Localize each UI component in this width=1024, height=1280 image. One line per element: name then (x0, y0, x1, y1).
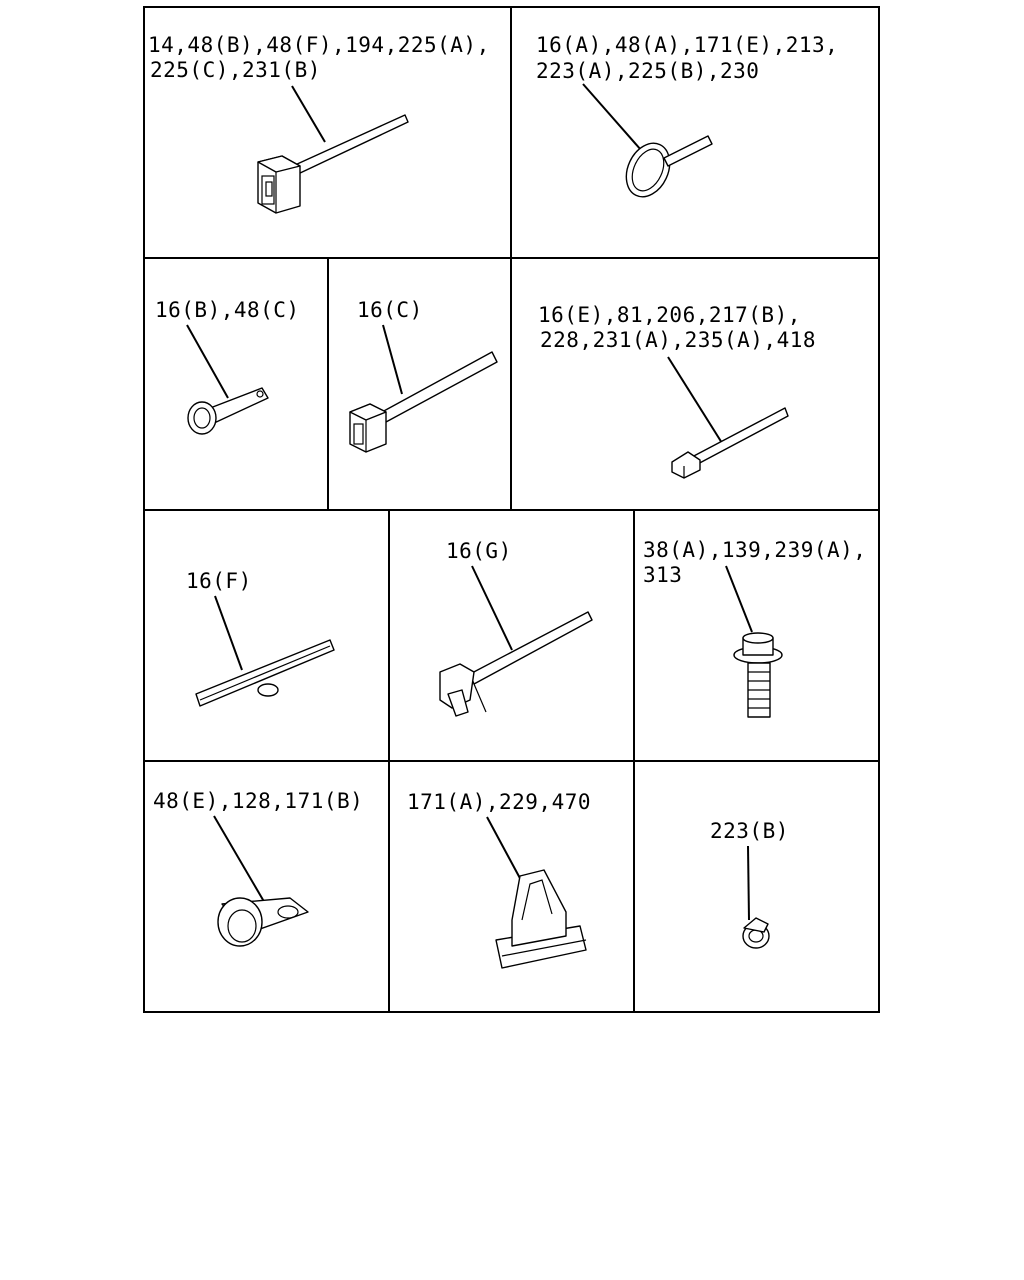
cable-tie-with-anchor-part (439, 611, 593, 717)
cell-11: 223(B) (710, 819, 789, 949)
cell-5: 16(E),81,206,217(B), 228,231(A),235(A),4… (538, 303, 816, 479)
flat-strip-clip-part (195, 639, 335, 707)
cell-10: 171(A),229,470 (407, 790, 591, 969)
cell-10-leader-line (486, 816, 523, 883)
cell-7-label-line-1: 16(G) (446, 539, 512, 563)
p-clip-with-eye-part (187, 387, 269, 435)
cell-6-label-line-1: 16(F) (186, 569, 252, 593)
cell-2-label-line-1: 16(A),48(A),171(E),213, (536, 33, 838, 57)
cell-2-label-line-2: 223(A),225(B),230 (536, 59, 759, 83)
cell-3-leader-line (186, 324, 229, 399)
cell-9-label-line-1: 48(E),128,171(B) (153, 789, 363, 813)
cell-9-leader-line (213, 815, 267, 906)
flange-bolt-part (733, 632, 783, 718)
cell-8-label-line-1: 38(A),139,239(A), (643, 538, 866, 562)
loop-band-clamp-part (625, 135, 713, 198)
cell-10-label-line-1: 171(A),229,470 (407, 790, 591, 814)
cell-8-leader-line (725, 565, 753, 633)
cell-3-label-line-1: 16(B),48(C) (155, 298, 300, 322)
cell-1: 14,48(B),48(F),194,225(A), 225(C),231(B) (148, 33, 490, 214)
cell-11-leader-line (747, 845, 750, 921)
cell-7: 16(G) (439, 539, 593, 717)
cell-1-label-line-2: 225(C),231(B) (150, 58, 321, 82)
cell-6-leader-line (214, 595, 243, 671)
cable-tie-with-square-head-part (257, 114, 409, 214)
anchor-clip-part (495, 869, 587, 969)
grid-frame (143, 6, 880, 1013)
cell-11-label-line-1: 223(B) (710, 819, 789, 843)
cell-3: 16(B),48(C) (155, 298, 300, 435)
cell-1-label-line-1: 14,48(B),48(F),194,225(A), (148, 33, 490, 57)
cell-9: 48(E),128,171(B) (153, 789, 363, 947)
cell-1-leader-line (291, 85, 326, 143)
cell-2: 16(A),48(A),171(E),213, 223(A),225(B),23… (536, 33, 838, 198)
cell-2-leader-line (582, 83, 642, 151)
cell-7-leader-line (471, 565, 513, 651)
small-cable-tie-part (671, 407, 789, 479)
cell-5-leader-line (667, 356, 723, 444)
cell-4-leader-line (382, 324, 403, 395)
p-clamp-part (217, 897, 309, 947)
hose-clip-part (742, 917, 770, 949)
cell-6: 16(F) (186, 569, 335, 707)
cell-8-label-line-2: 313 (643, 563, 682, 587)
cell-4-label-line-1: 16(C) (357, 298, 423, 322)
cell-4: 16(C) (349, 298, 498, 453)
cell-8: 38(A),139,239(A), 313 (643, 538, 866, 718)
cell-5-label-line-2: 228,231(A),235(A),418 (540, 328, 816, 352)
square-head-cable-tie-part (349, 351, 498, 453)
cell-5-label-line-1: 16(E),81,206,217(B), (538, 303, 801, 327)
